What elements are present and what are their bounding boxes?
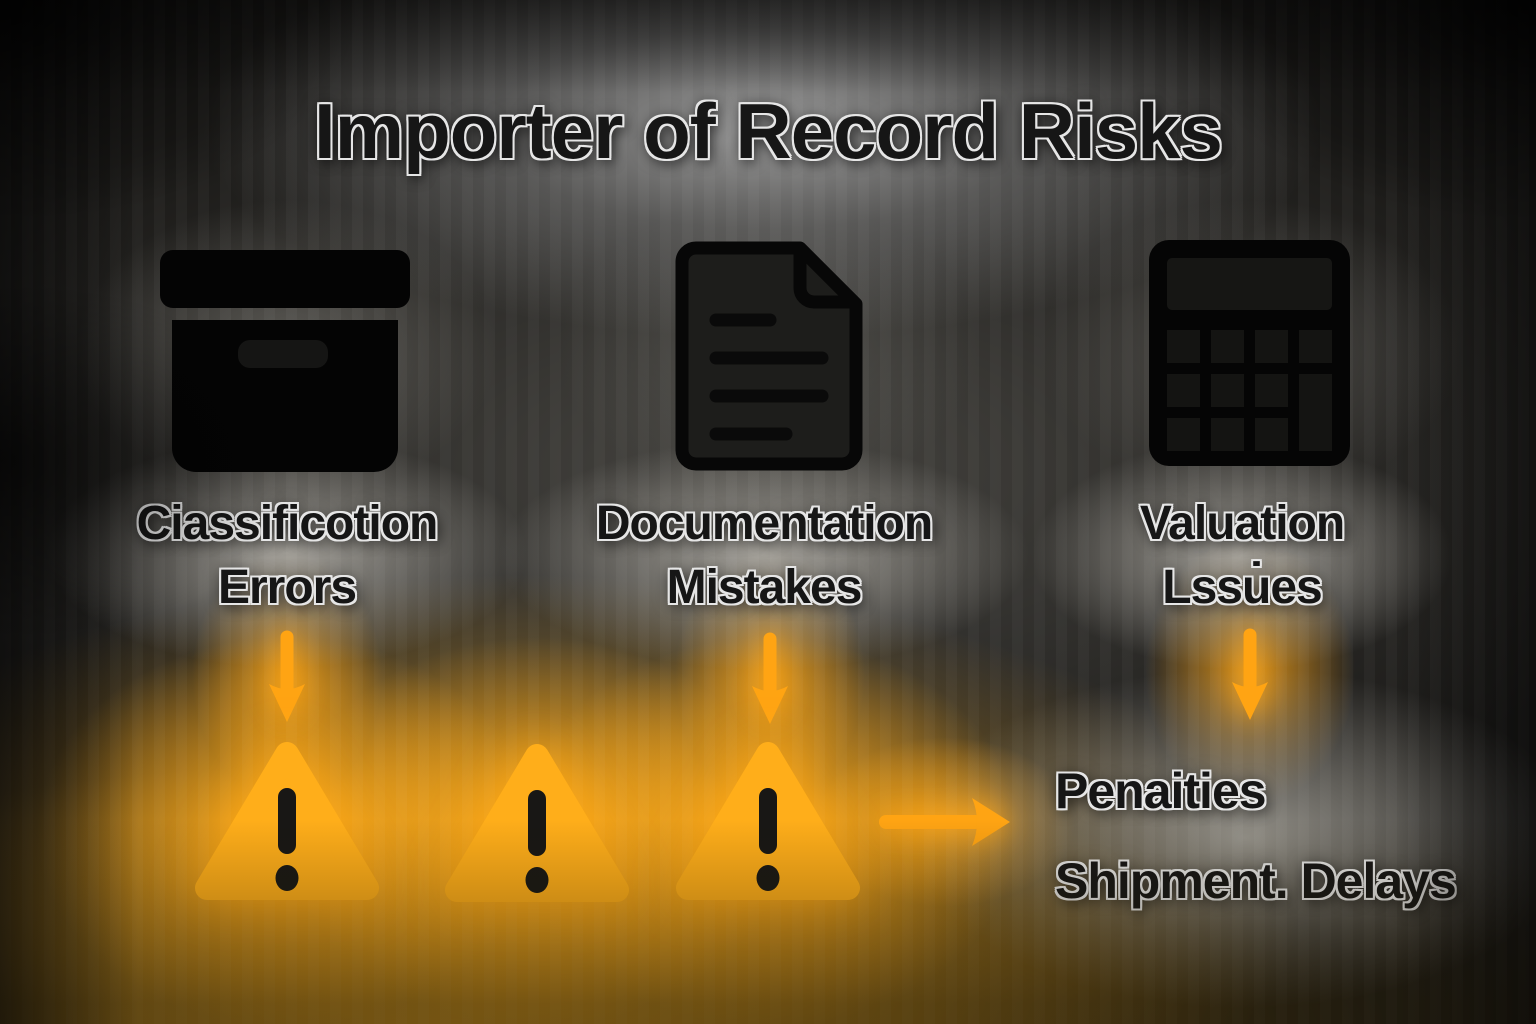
down-arrow-icon [269,630,305,722]
box-handle [238,340,328,368]
warning-triangle-icon [195,742,379,900]
warning-triangle-icon [676,742,860,900]
calculator-screen [1167,258,1332,310]
down-arrow-icon [752,632,788,724]
risk-label-valuation-issues: Valuation Lssu̇es [1139,497,1345,614]
document-icon [675,241,863,471]
box-lid [160,250,410,308]
risk-label-documentation-mistakes: Documentation Mistakes [595,497,933,614]
exclamation-dot [525,867,549,893]
archive-box-icon [160,250,410,472]
outcome-penalties: Penaities [1055,763,1267,819]
risk-label-classification-errors: Ciassificotion Errors [136,497,439,614]
page-title: Importer of Record Risks [314,87,1223,175]
warning-triangle-icon [445,744,629,902]
exclamation-bar [278,788,296,854]
calculator-icon [1149,240,1350,466]
outcome-shipment-delays: Shipment. Delays [1055,853,1457,909]
exclamation-dot [275,865,299,891]
down-arrow-icon [1232,628,1268,720]
right-arrow-icon [879,798,1010,846]
exclamation-dot [756,865,780,891]
exclamation-bar [528,790,546,856]
exclamation-bar [759,788,777,854]
